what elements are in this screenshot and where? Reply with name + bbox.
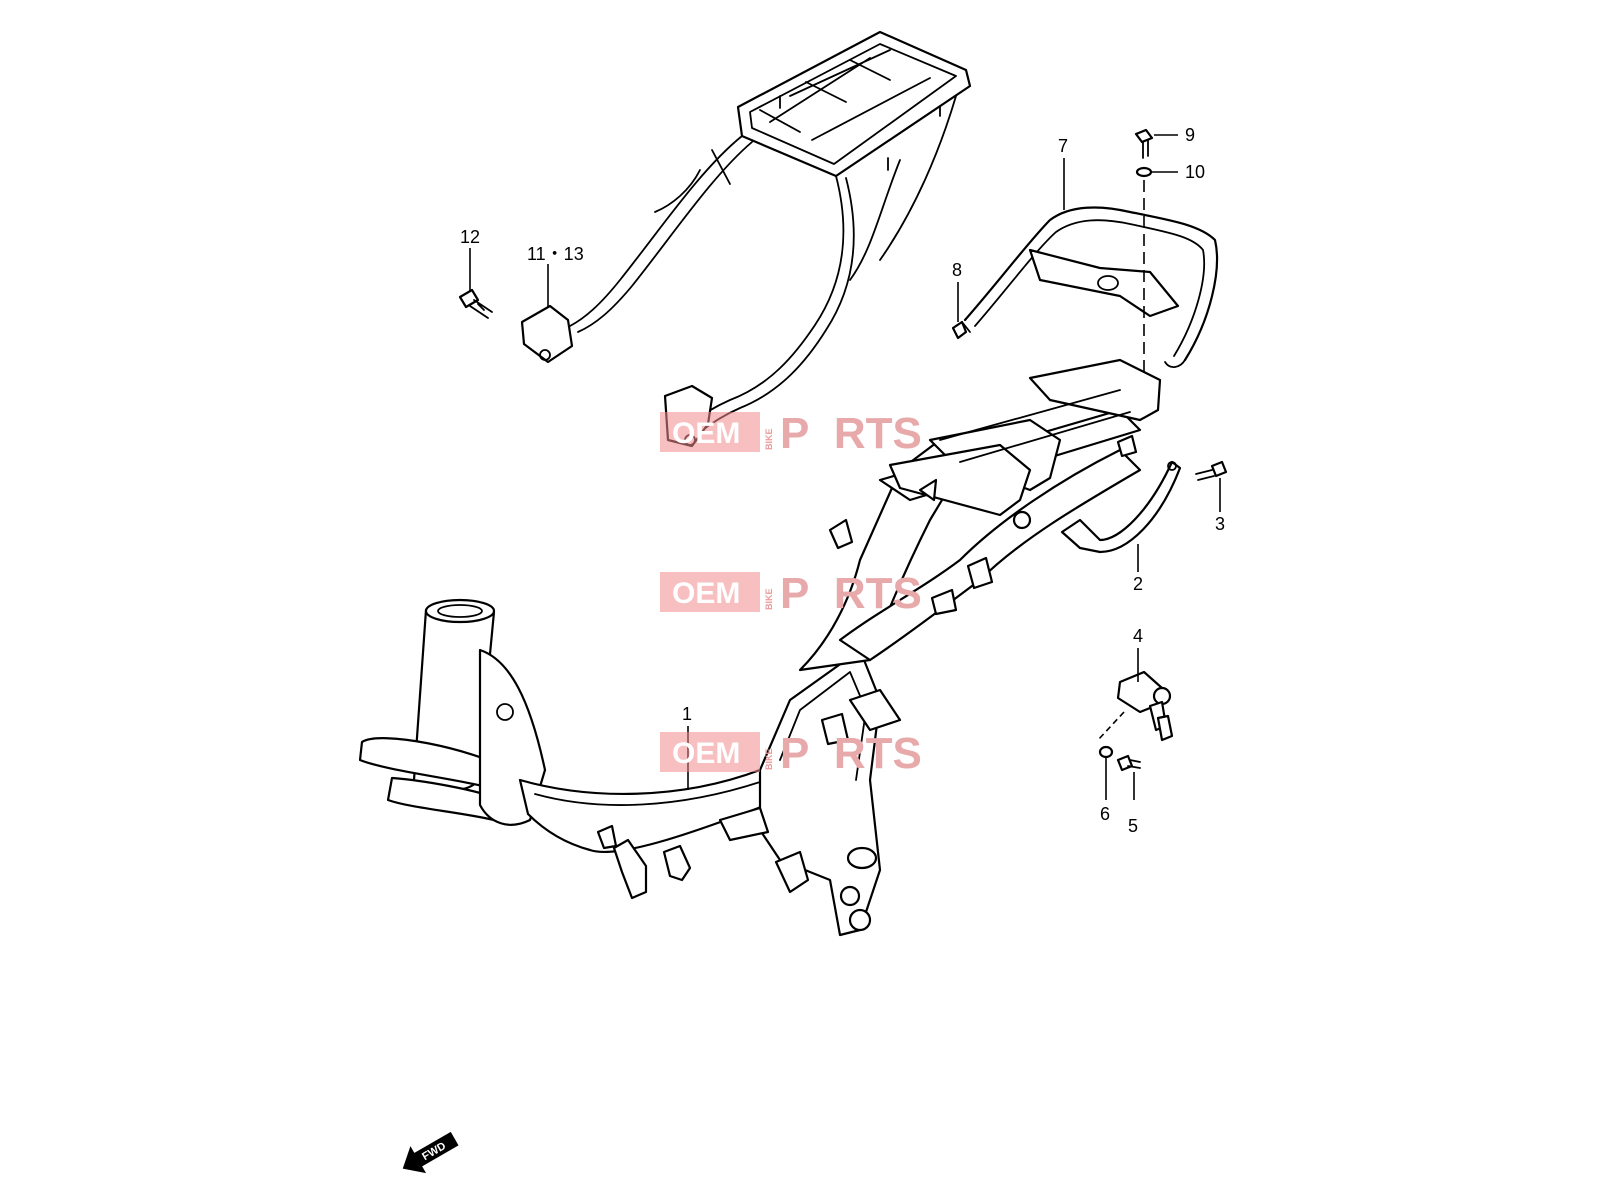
rear-grip <box>961 206 1219 368</box>
fwd-label: FWD <box>420 1140 448 1163</box>
main-frame <box>358 358 1162 937</box>
watermark-bottom: OEM BIKE PaRTS <box>660 729 922 778</box>
callout-7: 7 <box>1058 136 1068 156</box>
watermark-parts: PaRTS <box>780 729 922 778</box>
watermark-parts: PaRTS <box>780 569 922 618</box>
watermark-bike: BIKE <box>764 428 774 450</box>
bolt-12 <box>458 288 493 319</box>
callout-9: 9 <box>1185 125 1195 145</box>
washer-6 <box>1098 745 1114 759</box>
callout-2: 2 <box>1133 574 1143 594</box>
callout-12: 12 <box>460 227 480 247</box>
watermark-middle: OEM BIKE PaRTS <box>660 569 922 618</box>
callout-10: 10 <box>1185 162 1205 182</box>
watermark-top: OEM BIKE PaRTS <box>660 409 922 458</box>
callout-8: 8 <box>952 260 962 280</box>
bolt-9 <box>1134 128 1154 159</box>
callout-4: 4 <box>1133 626 1143 646</box>
rear-carrier <box>520 30 972 448</box>
callout-1: 1 <box>682 704 692 724</box>
callout-6: 6 <box>1100 804 1110 824</box>
watermark-oem: OEM <box>672 737 740 770</box>
washer-10 <box>1135 166 1153 178</box>
screw-5 <box>1116 754 1141 772</box>
side-bracket <box>1060 460 1182 554</box>
callout-5: 5 <box>1128 816 1138 836</box>
clip-8 <box>951 320 968 340</box>
seat-lock <box>1116 670 1174 742</box>
watermark-oem: OEM <box>672 417 740 450</box>
watermark-bike: BIKE <box>764 748 774 770</box>
watermark-oem: OEM <box>672 577 740 610</box>
watermark-bike: BIKE <box>764 588 774 610</box>
leader-lines <box>469 134 1221 800</box>
callout-11-13: 11・13 <box>527 244 584 264</box>
bolt-3 <box>1195 460 1228 481</box>
callout-labels: 1 2 3 4 5 6 7 8 9 10 11・13 12 <box>460 125 1225 836</box>
fwd-arrow-icon: FWD <box>402 1131 459 1174</box>
watermark-parts: PaRTS <box>780 409 922 458</box>
callout-3: 3 <box>1215 514 1225 534</box>
